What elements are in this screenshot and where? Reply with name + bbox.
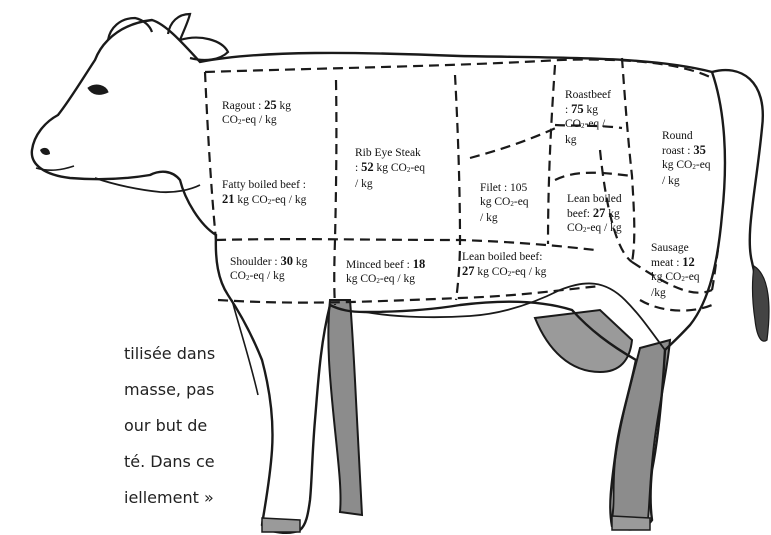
co2-value: 35 <box>693 143 706 157</box>
label-co2: CO <box>565 118 581 130</box>
label-unit-tail: kg <box>565 134 577 146</box>
background-text-line: té. Dans ce <box>124 449 215 475</box>
label-text: Filet : 105 <box>480 182 527 194</box>
co2-value: 27 <box>462 264 475 278</box>
cut-label-fatty-boiled-beef: Fatty boiled beef : 21 kg CO2-eq / kg <box>222 178 334 209</box>
label-unit: kg CO <box>346 273 376 285</box>
co2-value: 75 <box>571 102 584 116</box>
label-unit: kg <box>293 256 307 268</box>
label-unit-tail: -eq / kg <box>249 270 284 282</box>
cut-label-sausage-meat: Sausage meat : 12 kg CO2-eq /kg <box>651 241 713 300</box>
back-hoof <box>612 516 650 530</box>
cow-nostril <box>40 148 50 155</box>
cut-label-shoulder: Shoulder : 30 kg CO2-eq / kg <box>230 254 330 285</box>
label-co2: CO <box>222 114 238 126</box>
label-text: Sausage <box>651 242 689 254</box>
front-hoof <box>262 518 300 532</box>
co2-value: 18 <box>413 257 426 271</box>
label-unit: kg <box>584 104 598 116</box>
label-text: beef: <box>567 208 593 220</box>
label-unit-tail: -eq <box>410 162 425 174</box>
tail-tuft <box>753 266 769 341</box>
background-text-line: our but de <box>124 413 207 439</box>
label-text: Minced beef : <box>346 259 413 271</box>
label-unit-tail: -eq / kg <box>586 222 621 234</box>
background-text-line: tilisée dans <box>124 341 215 367</box>
co2-value: 52 <box>361 160 374 174</box>
co2-value: 21 <box>222 192 235 206</box>
label-text: Roastbeef <box>565 89 611 101</box>
label-unit: kg CO <box>480 196 510 208</box>
label-unit-tail: / kg <box>480 212 498 224</box>
label-text: Round <box>662 130 693 142</box>
label-unit-tail: -eq <box>685 271 700 283</box>
co2-value: 30 <box>280 254 293 268</box>
label-unit: kg CO <box>475 266 508 278</box>
label-unit-tail: /kg <box>651 287 666 299</box>
label-unit-tail: -eq / kg <box>511 266 546 278</box>
cut-label-lean-boiled-beef-lower: Lean boiled beef: 27 kg CO2-eq / kg <box>462 250 564 281</box>
label-text: Fatty boiled beef : <box>222 179 306 191</box>
label-unit-tail: / kg <box>355 178 373 190</box>
co2-value: 25 <box>264 98 277 112</box>
label-unit-tail: / kg <box>662 175 680 187</box>
co2-value: 27 <box>593 206 606 220</box>
background-text-line: masse, pas <box>124 377 214 403</box>
label-unit-tail: -eq / kg <box>241 114 276 126</box>
cow-horn-right <box>168 14 190 40</box>
label-unit: kg CO <box>651 271 681 283</box>
label-text: Rib Eye Steak <box>355 147 421 159</box>
label-unit-tail: -eq / <box>584 118 605 130</box>
cut-label-minced-beef: Minced beef : 18 kg CO2-eq / kg <box>346 257 446 288</box>
label-unit: kg CO <box>662 159 692 171</box>
label-text: Lean boiled <box>567 193 622 205</box>
label-text: Ragout : <box>222 100 264 112</box>
label-unit-tail: -eq / kg <box>271 194 306 206</box>
label-text: Shoulder : <box>230 256 280 268</box>
cut-label-lean-boiled-beef-upper: Lean boiled beef: 27 kg CO2-eq / kg <box>567 192 639 237</box>
cut-label-roastbeef: Roastbeef : 75 kg CO2-eq / kg <box>565 88 625 147</box>
label-unit: kg <box>277 100 291 112</box>
co2-value: 12 <box>682 255 695 269</box>
label-text: Lean boiled beef: <box>462 251 542 263</box>
udder <box>535 310 632 372</box>
foreleg-front-inner <box>232 300 258 395</box>
label-unit-tail: -eq / kg <box>380 273 415 285</box>
background-text-line: iellement » <box>124 485 214 511</box>
label-unit: kg CO <box>235 194 268 206</box>
cut-label-round-roast: Round roast : 35 kg CO2-eq / kg <box>662 129 724 188</box>
cut-label-rib-eye-steak: Rib Eye Steak : 52 kg CO2-eq / kg <box>355 146 450 191</box>
cow-eye <box>88 85 108 94</box>
label-co2: CO <box>567 222 583 234</box>
cut-label-ragout: Ragout : 25 kg CO2-eq / kg <box>222 98 327 129</box>
label-unit-tail: -eq <box>514 196 529 208</box>
foreleg-back <box>328 300 362 515</box>
label-unit: kg <box>605 208 619 220</box>
label-co2: CO <box>230 270 246 282</box>
label-unit-tail: -eq <box>696 159 711 171</box>
label-text: roast : <box>662 145 693 157</box>
label-unit: kg CO <box>374 162 407 174</box>
cut-label-filet: Filet : 105 kg CO2-eq / kg <box>480 181 550 225</box>
label-text: meat : <box>651 257 682 269</box>
